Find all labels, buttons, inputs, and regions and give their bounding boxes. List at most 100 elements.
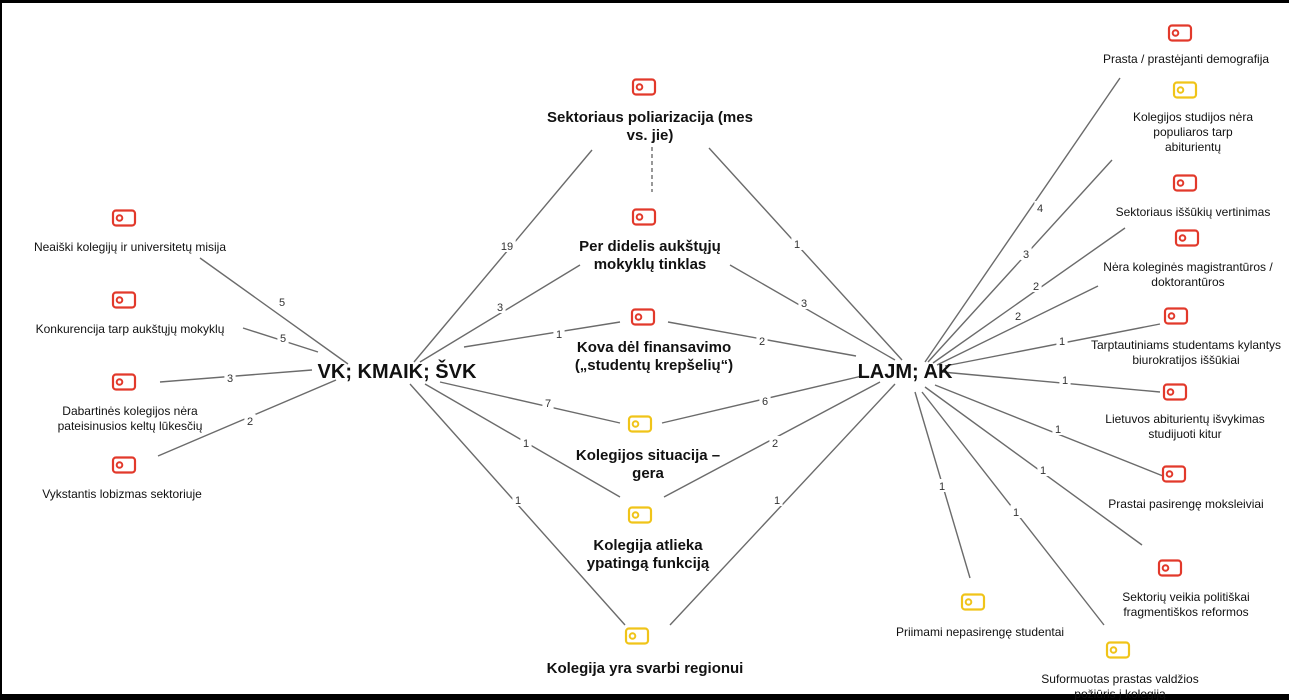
right-node-studentai-label-line-0: Priimami nepasirengę studentai xyxy=(896,625,1064,639)
actor-left-label[interactable]: VK; KMAIK; ŠVK xyxy=(318,359,477,383)
actor-right-label[interactable]: LAJM; AK xyxy=(858,361,953,383)
edge-right-finansavimas-count: 2 xyxy=(759,336,765,348)
edge-right-actor-moksleiviai-count: 1 xyxy=(1055,424,1061,436)
edge-right-actor-magistrantura: 2 xyxy=(936,285,1099,366)
edge-right-regionui-count: 1 xyxy=(774,495,780,507)
edge-left-actor-lukesciai-count: 3 xyxy=(227,373,233,385)
edge-right-actor-demografija-count-bg xyxy=(1034,201,1046,214)
center-node-regionui[interactable]: Kolegija yra svarbi regionui xyxy=(547,627,744,678)
edge-right-actor-issukiai-line xyxy=(932,227,1126,364)
edge-right-actor-studentai: 1 xyxy=(914,391,971,579)
edge-left-funkcija: 1 xyxy=(424,383,621,498)
right-node-magistrantura[interactable]: Nėra koleginės magistrantūros /doktorant… xyxy=(1103,229,1273,290)
center-node-regionui-label-line-0: Kolegija yra svarbi regionui xyxy=(547,660,744,677)
edge-left-tinklas-count-bg xyxy=(494,300,506,313)
edge-left-actor-lobizmas-count: 2 xyxy=(247,416,253,428)
right-node-populiarios-label-line-0: Kolegijos studijos nėra xyxy=(1133,110,1253,124)
right-node-issukiai-label-line-0: Sektoriaus iššūkių vertinimas xyxy=(1116,205,1271,219)
edge-left-actor-lukesciai-count-bg xyxy=(224,371,236,384)
center-node-tinklas-label-line-1: mokyklų tinklas xyxy=(594,256,707,273)
edge-left-regionui: 1 xyxy=(409,383,626,626)
edge-right-actor-reformos: 1 xyxy=(924,386,1143,546)
right-node-magistrantura-label-line-0: Nėra koleginės magistrantūros / xyxy=(1103,260,1273,274)
edge-left-situacija-count: 7 xyxy=(545,398,551,410)
edge-right-polarizacija-count-bg xyxy=(791,237,803,250)
edge-right-actor-tarptautiniai-count: 1 xyxy=(1059,336,1065,348)
edge-right-actor-poziuris-count: 1 xyxy=(1013,507,1019,519)
tag-icon xyxy=(1105,641,1131,659)
edge-right-tinklas-count: 3 xyxy=(801,298,807,310)
edge-left-actor-misija: 5 xyxy=(199,257,349,365)
left-node-misija[interactable]: Neaiški kolegijų ir universitetų misija xyxy=(34,209,226,255)
actor-layer: VK; KMAIK; ŠVK LAJM; AK xyxy=(318,359,953,383)
tag-icon xyxy=(111,373,137,391)
edge-left-polarizacija-count: 19 xyxy=(501,241,513,253)
center-node-funkcija-label-line-1: ypatingą funkciją xyxy=(587,555,710,572)
right-node-poziuris-label-line-0: Suformuotas prastas valdžios xyxy=(1041,672,1198,686)
right-node-magistrantura-label-line-1: doktorantūros xyxy=(1151,275,1224,289)
edge-right-situacija-count: 6 xyxy=(762,396,768,408)
edge-left-finansavimas-line xyxy=(463,321,621,348)
edge-left-situacija-line xyxy=(439,381,621,424)
edge-left-actor-misija-line xyxy=(199,257,349,365)
right-node-populiarios-label-line-2: abiturientų xyxy=(1165,140,1221,154)
right-node-demografija[interactable]: Prasta / prastėjanti demografija xyxy=(1103,24,1269,67)
edge-left-situacija: 7 xyxy=(439,381,621,424)
right-node-moksleiviai[interactable]: Prastai pasirengę moksleiviai xyxy=(1108,465,1264,512)
edge-left-actor-lobizmas: 2 xyxy=(157,379,337,457)
edge-right-actor-demografija: 4 xyxy=(924,77,1121,363)
right-node-tarptautiniai[interactable]: Tarptautiniams studentams kylantysbiurok… xyxy=(1091,307,1281,368)
center-node-situacija[interactable]: Kolegijos situacija –gera xyxy=(576,415,720,483)
right-node-populiarios-label-line-1: populiaros tarp xyxy=(1153,125,1233,139)
edge-left-polarizacija-line xyxy=(413,149,593,363)
right-node-reformos[interactable]: Sektorių veikia politiškaifragmentiškos … xyxy=(1122,559,1250,620)
center-node-finansavimas[interactable]: Kova dėl finansavimo(„studentų krepšelių… xyxy=(575,308,733,375)
edge-right-actor-issukiai-count-bg xyxy=(1030,279,1042,292)
tag-icon xyxy=(1163,307,1189,325)
center-node-situacija-label-line-0: Kolegijos situacija – xyxy=(576,447,720,464)
right-node-isvykimas-label-line-1: studijuoti kitur xyxy=(1148,427,1221,441)
edge-left-tinklas-count: 3 xyxy=(497,302,503,314)
edge-right-actor-isvykimas-line xyxy=(941,371,1161,393)
edge-right-actor-populiarios-line xyxy=(927,159,1113,363)
right-node-isvykimas-label-line-0: Lietuvos abiturientų išvykimas xyxy=(1105,412,1264,426)
edge-right-tinklas-line xyxy=(729,264,896,361)
edge-left-finansavimas-count: 1 xyxy=(556,329,562,341)
edge-right-actor-tarptautiniai-line xyxy=(944,323,1161,367)
left-node-lobizmas[interactable]: Vykstantis lobizmas sektoriuje xyxy=(42,456,202,502)
edge-left-regionui-count-bg xyxy=(512,493,524,506)
edge-right-finansavimas: 2 xyxy=(667,321,857,357)
edge-right-polarizacija-count: 1 xyxy=(794,239,800,251)
edge-left-regionui-count: 1 xyxy=(515,495,521,507)
center-node-funkcija-label-line-0: Kolegija atlieka xyxy=(593,537,703,554)
right-node-isvykimas[interactable]: Lietuvos abiturientų išvykimasstudijuoti… xyxy=(1105,383,1265,442)
edge-right-actor-isvykimas-count: 1 xyxy=(1062,375,1068,387)
edge-right-actor-magistrantura-count-bg xyxy=(1012,309,1024,322)
edge-left-polarizacija-count-bg xyxy=(498,239,516,252)
edge-left-funkcija-count: 1 xyxy=(523,438,529,450)
edge-left-actor-lukesciai-line xyxy=(159,369,313,383)
edge-right-polarizacija: 1 xyxy=(708,147,903,361)
edge-right-actor-isvykimas: 1 xyxy=(941,371,1161,393)
left-node-konkurencija[interactable]: Konkurencija tarp aukštųjų mokyklų xyxy=(36,291,225,337)
left-node-lobizmas-label-line-0: Vykstantis lobizmas sektoriuje xyxy=(42,487,202,501)
right-node-issukiai[interactable]: Sektoriaus iššūkių vertinimas xyxy=(1116,174,1271,220)
edge-right-funkcija-count-bg xyxy=(769,436,781,449)
edge-right-actor-issukiai: 2 xyxy=(932,227,1126,364)
edge-right-actor-poziuris-count-bg xyxy=(1010,505,1022,518)
edge-left-polarizacija: 19 xyxy=(413,149,593,363)
edge-left-actor-konkurencija-count-bg xyxy=(277,331,289,344)
right-node-studentai[interactable]: Priimami nepasirengę studentai xyxy=(896,593,1064,640)
edge-right-actor-moksleiviai-count-bg xyxy=(1052,422,1064,435)
tag-icon xyxy=(1157,559,1183,577)
